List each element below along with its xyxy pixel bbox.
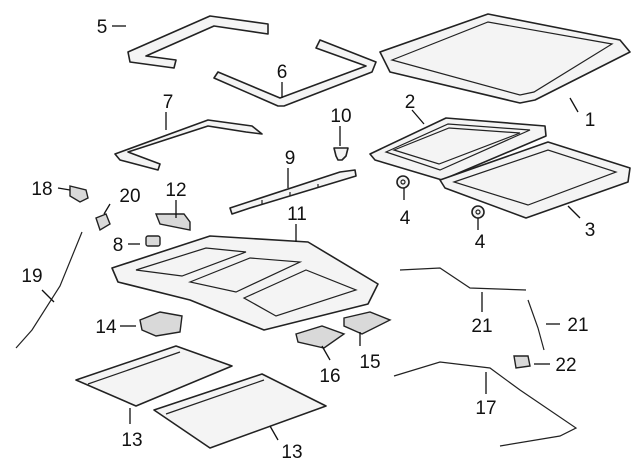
callout-8: 8 [113, 235, 124, 256]
callout-21-right: 21 [567, 315, 588, 336]
part-11-frame [111, 235, 379, 331]
part-19-drain-hose [15, 231, 83, 349]
callout-13-right: 13 [281, 442, 302, 463]
part-18-connector [69, 185, 89, 203]
callout-4-lower: 4 [475, 232, 486, 253]
part-3-rear-glass [439, 141, 631, 219]
part-16-module [295, 325, 346, 349]
callout-5: 5 [97, 17, 108, 38]
callout-3: 3 [585, 220, 596, 241]
callout-20: 20 [119, 186, 140, 207]
callout-6: 6 [277, 62, 288, 83]
part-13-sunshade-lower [153, 373, 327, 449]
callout-11: 11 [287, 204, 307, 225]
callout-labels: 1 2 3 4 4 5 6 7 8 9 10 11 12 13 13 14 15… [21, 17, 595, 463]
part-5-front-seal [127, 15, 269, 69]
part-10-push-pin [333, 147, 349, 161]
part-21-tube-rear [527, 299, 545, 351]
callout-13-left: 13 [121, 430, 142, 451]
part-7-seal-frame [114, 119, 263, 171]
callout-2: 2 [405, 92, 416, 113]
part-22-grommet [513, 355, 531, 369]
part-13-sunshade-upper [75, 345, 233, 407]
part-12-bracket [154, 213, 191, 231]
callout-22: 22 [555, 355, 576, 376]
part-4-bolt-lower [471, 205, 485, 219]
part-17-cable [393, 361, 578, 447]
callout-12: 12 [165, 180, 186, 201]
part-2-glass-assembly [369, 117, 547, 181]
callout-21-left: 21 [471, 316, 492, 337]
part-14-motor [139, 311, 183, 337]
part-6-u-seal [213, 39, 377, 107]
part-15-module [343, 311, 392, 335]
leader-lines [41, 25, 581, 441]
part-20-clip [95, 213, 111, 232]
callout-18: 18 [31, 179, 52, 200]
callout-10: 10 [330, 106, 351, 127]
callout-4-upper: 4 [400, 208, 411, 229]
callout-15: 15 [359, 352, 380, 373]
callout-1: 1 [585, 110, 596, 131]
part-21-tube-front [399, 267, 527, 291]
callout-19: 19 [21, 266, 42, 287]
callout-14: 14 [95, 317, 117, 338]
part-9-rail [229, 169, 357, 215]
callout-9: 9 [285, 148, 296, 169]
part-1-glass-panel [379, 13, 631, 104]
callout-7: 7 [163, 92, 174, 113]
part-4-bolt-upper [396, 175, 410, 189]
part-8-clip [145, 235, 161, 247]
callout-17: 17 [475, 398, 496, 419]
callout-16: 16 [319, 366, 340, 387]
